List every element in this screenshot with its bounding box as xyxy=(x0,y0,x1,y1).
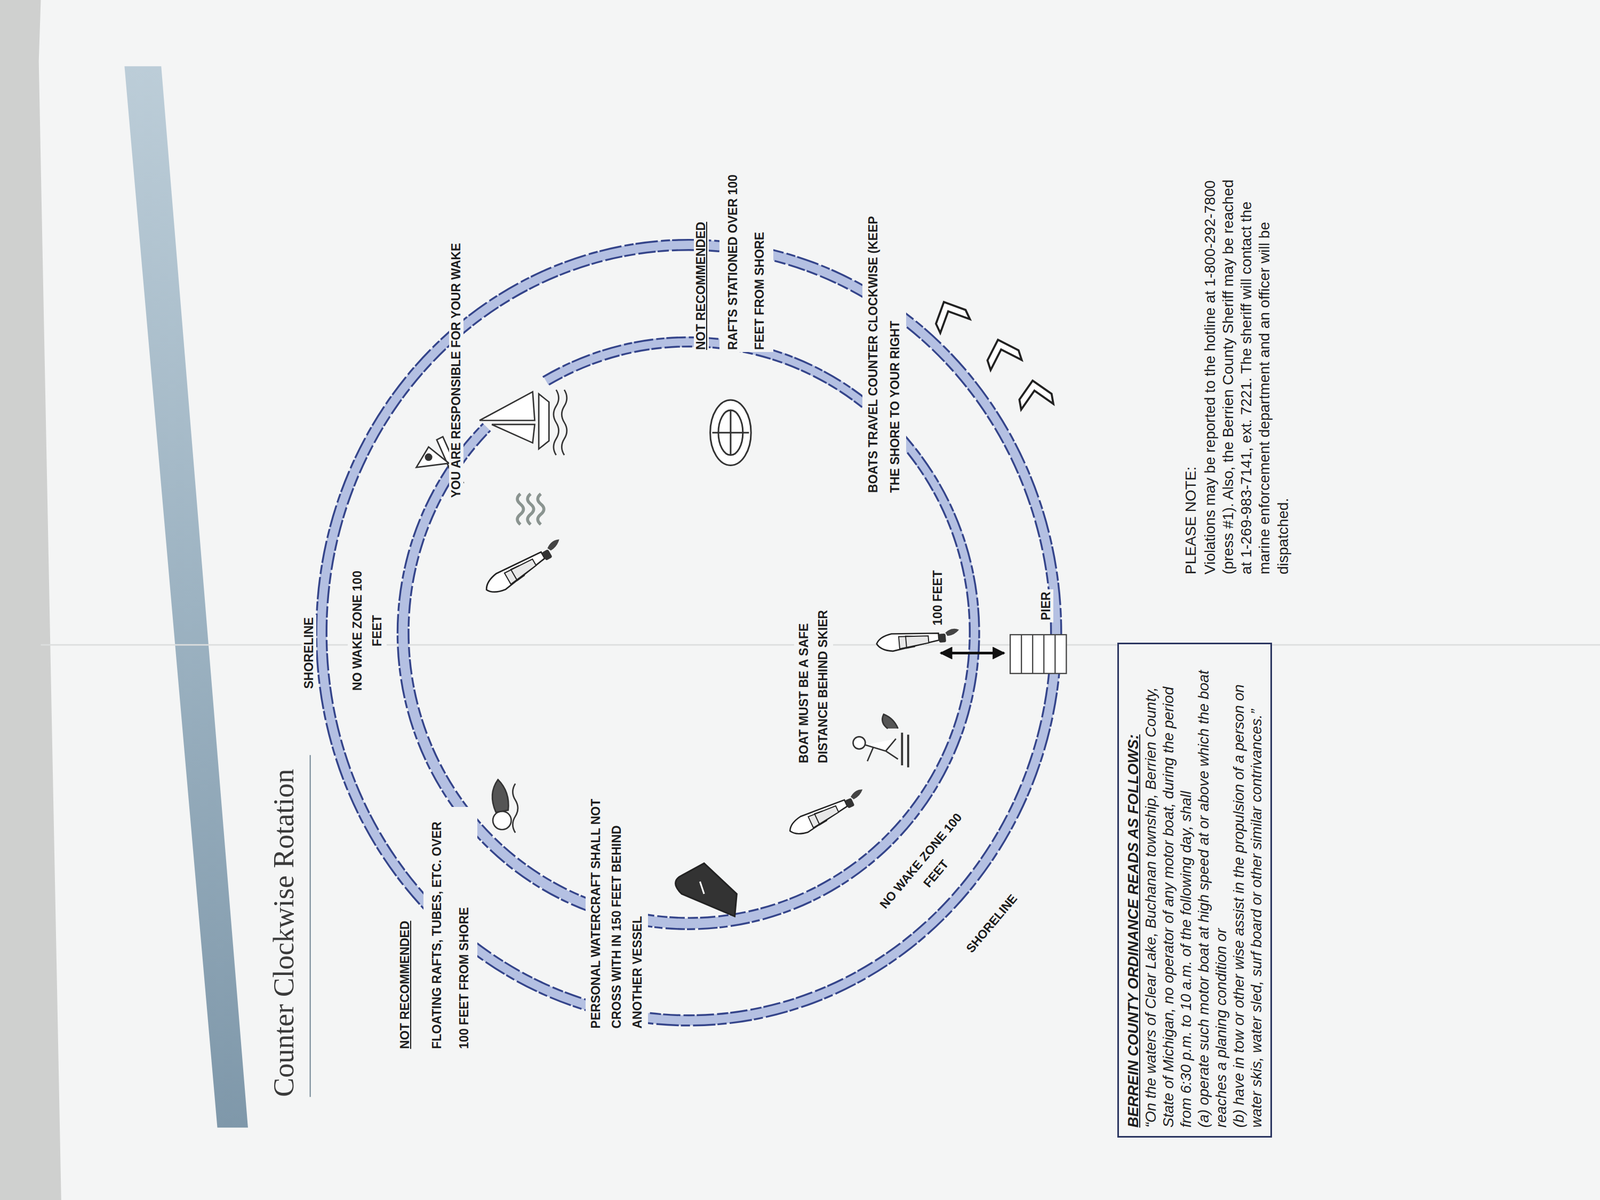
diagram-label: PIER xyxy=(1038,589,1054,623)
diagram-label: BOAT MUST BE A SAFE DISTANCE BEHIND SKIE… xyxy=(794,575,834,766)
box-body: (b) have in tow or other wise assist in … xyxy=(1229,652,1266,1128)
diagram-label: RAFTS STATIONED OVER 100 FEET FROM SHORE xyxy=(719,162,774,352)
page-title: Counter Clockwise Rotation xyxy=(267,769,301,1098)
box-heading: BERREIN COUNTY ORDINANCE READS AS FOLLOW… xyxy=(1124,652,1142,1128)
diagram-label: Violations may be reported to the hotlin… xyxy=(1201,174,1293,577)
diagram-label: NOT RECOMMENDED xyxy=(693,219,709,352)
diagram-label: YOU ARE RESPONSIBLE FOR YOUR WAKE xyxy=(449,241,464,501)
diagram-label: NO WAKE ZONE 100 FEET xyxy=(347,568,388,694)
box-body: “On the waters of Clear Lake, Buchanan t… xyxy=(1141,652,1195,1128)
diagram-label: 100 FEET xyxy=(930,568,946,628)
diagram-label: BOATS TRAVEL COUNTER CLOCKWISE (KEEP THE… xyxy=(862,202,907,495)
ordinance-box: BERREIN COUNTY ORDINANCE READS AS FOLLOW… xyxy=(1117,642,1272,1138)
diagram-label: PLEASE NOTE: xyxy=(1181,464,1200,577)
box-body: (a) operate such motor boat at high spee… xyxy=(1194,652,1230,1128)
diagram-label: FLOATING RAFTS, TUBES, ETC. OVER 100 FEE… xyxy=(423,806,478,1052)
diagram-label: NOT RECOMMENDED xyxy=(397,918,413,1051)
diagram-label: PERSONAL WATERCRAFT SHALL NOT CROSS WITH… xyxy=(585,793,648,1031)
diagram-label: SHORELINE xyxy=(301,614,317,691)
